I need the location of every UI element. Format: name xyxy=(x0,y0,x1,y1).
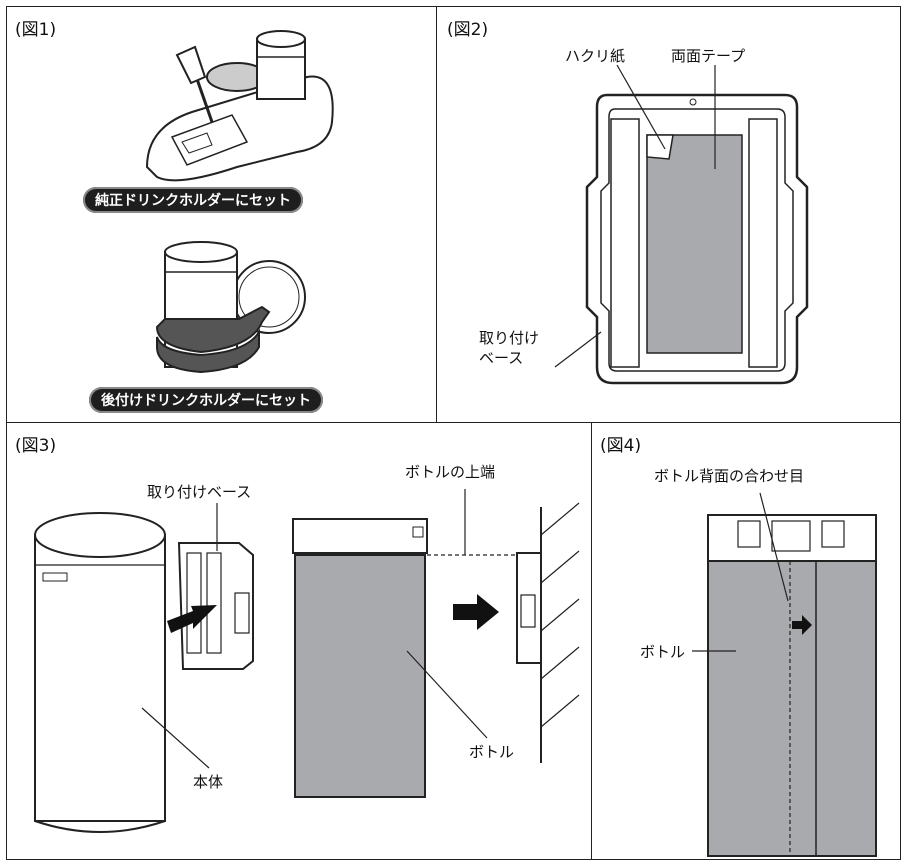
label-double-sided-tape: 両面テープ xyxy=(671,47,746,65)
label-bottle-top: ボトルの上端 xyxy=(405,463,496,481)
badge-aftermarket-holder: 後付けドリンクホルダーにセット xyxy=(89,387,323,413)
badge-stock-holder: 純正ドリンクホルダーにセット xyxy=(83,187,303,213)
figure-2-panel: (図2) ハクリ紙 両面テープ 取り付け ベース xyxy=(436,6,901,423)
figure-4-panel: (図4) ボトル背面の合わせ目 ボトル xyxy=(591,422,901,860)
figure-4-title: (図4) xyxy=(600,436,642,456)
bottle-back-illustration xyxy=(692,492,877,857)
aftermarket-holder-illustration xyxy=(155,241,306,374)
mounting-base-illustration xyxy=(554,64,809,385)
label-main-body: 本体 xyxy=(193,773,224,791)
assembly-illustration xyxy=(34,489,580,833)
label-bottle: ボトル xyxy=(469,743,515,761)
car-console-illustration xyxy=(145,30,334,182)
label-release-paper: ハクリ紙 xyxy=(565,47,626,65)
figure-2-title: (図2) xyxy=(447,20,489,40)
figure-3-title: (図3) xyxy=(15,436,57,456)
label-mounting-base-2: ベース xyxy=(479,349,524,367)
label-back-seam: ボトル背面の合わせ目 xyxy=(654,467,805,485)
figure-1-title: (図1) xyxy=(15,20,57,40)
label-mounting-base: 取り付けベース xyxy=(147,483,252,501)
label-mounting-base-1: 取り付け xyxy=(479,329,540,347)
figure-1-panel: (図1) 純正ドリンクホルダーにセット 後付けドリンクホルダーにセット xyxy=(6,6,437,423)
label-bottle-fig4: ボトル xyxy=(640,643,686,661)
figure-3-panel: (図3) 取り付けベース ボトルの上端 本体 xyxy=(6,422,592,860)
